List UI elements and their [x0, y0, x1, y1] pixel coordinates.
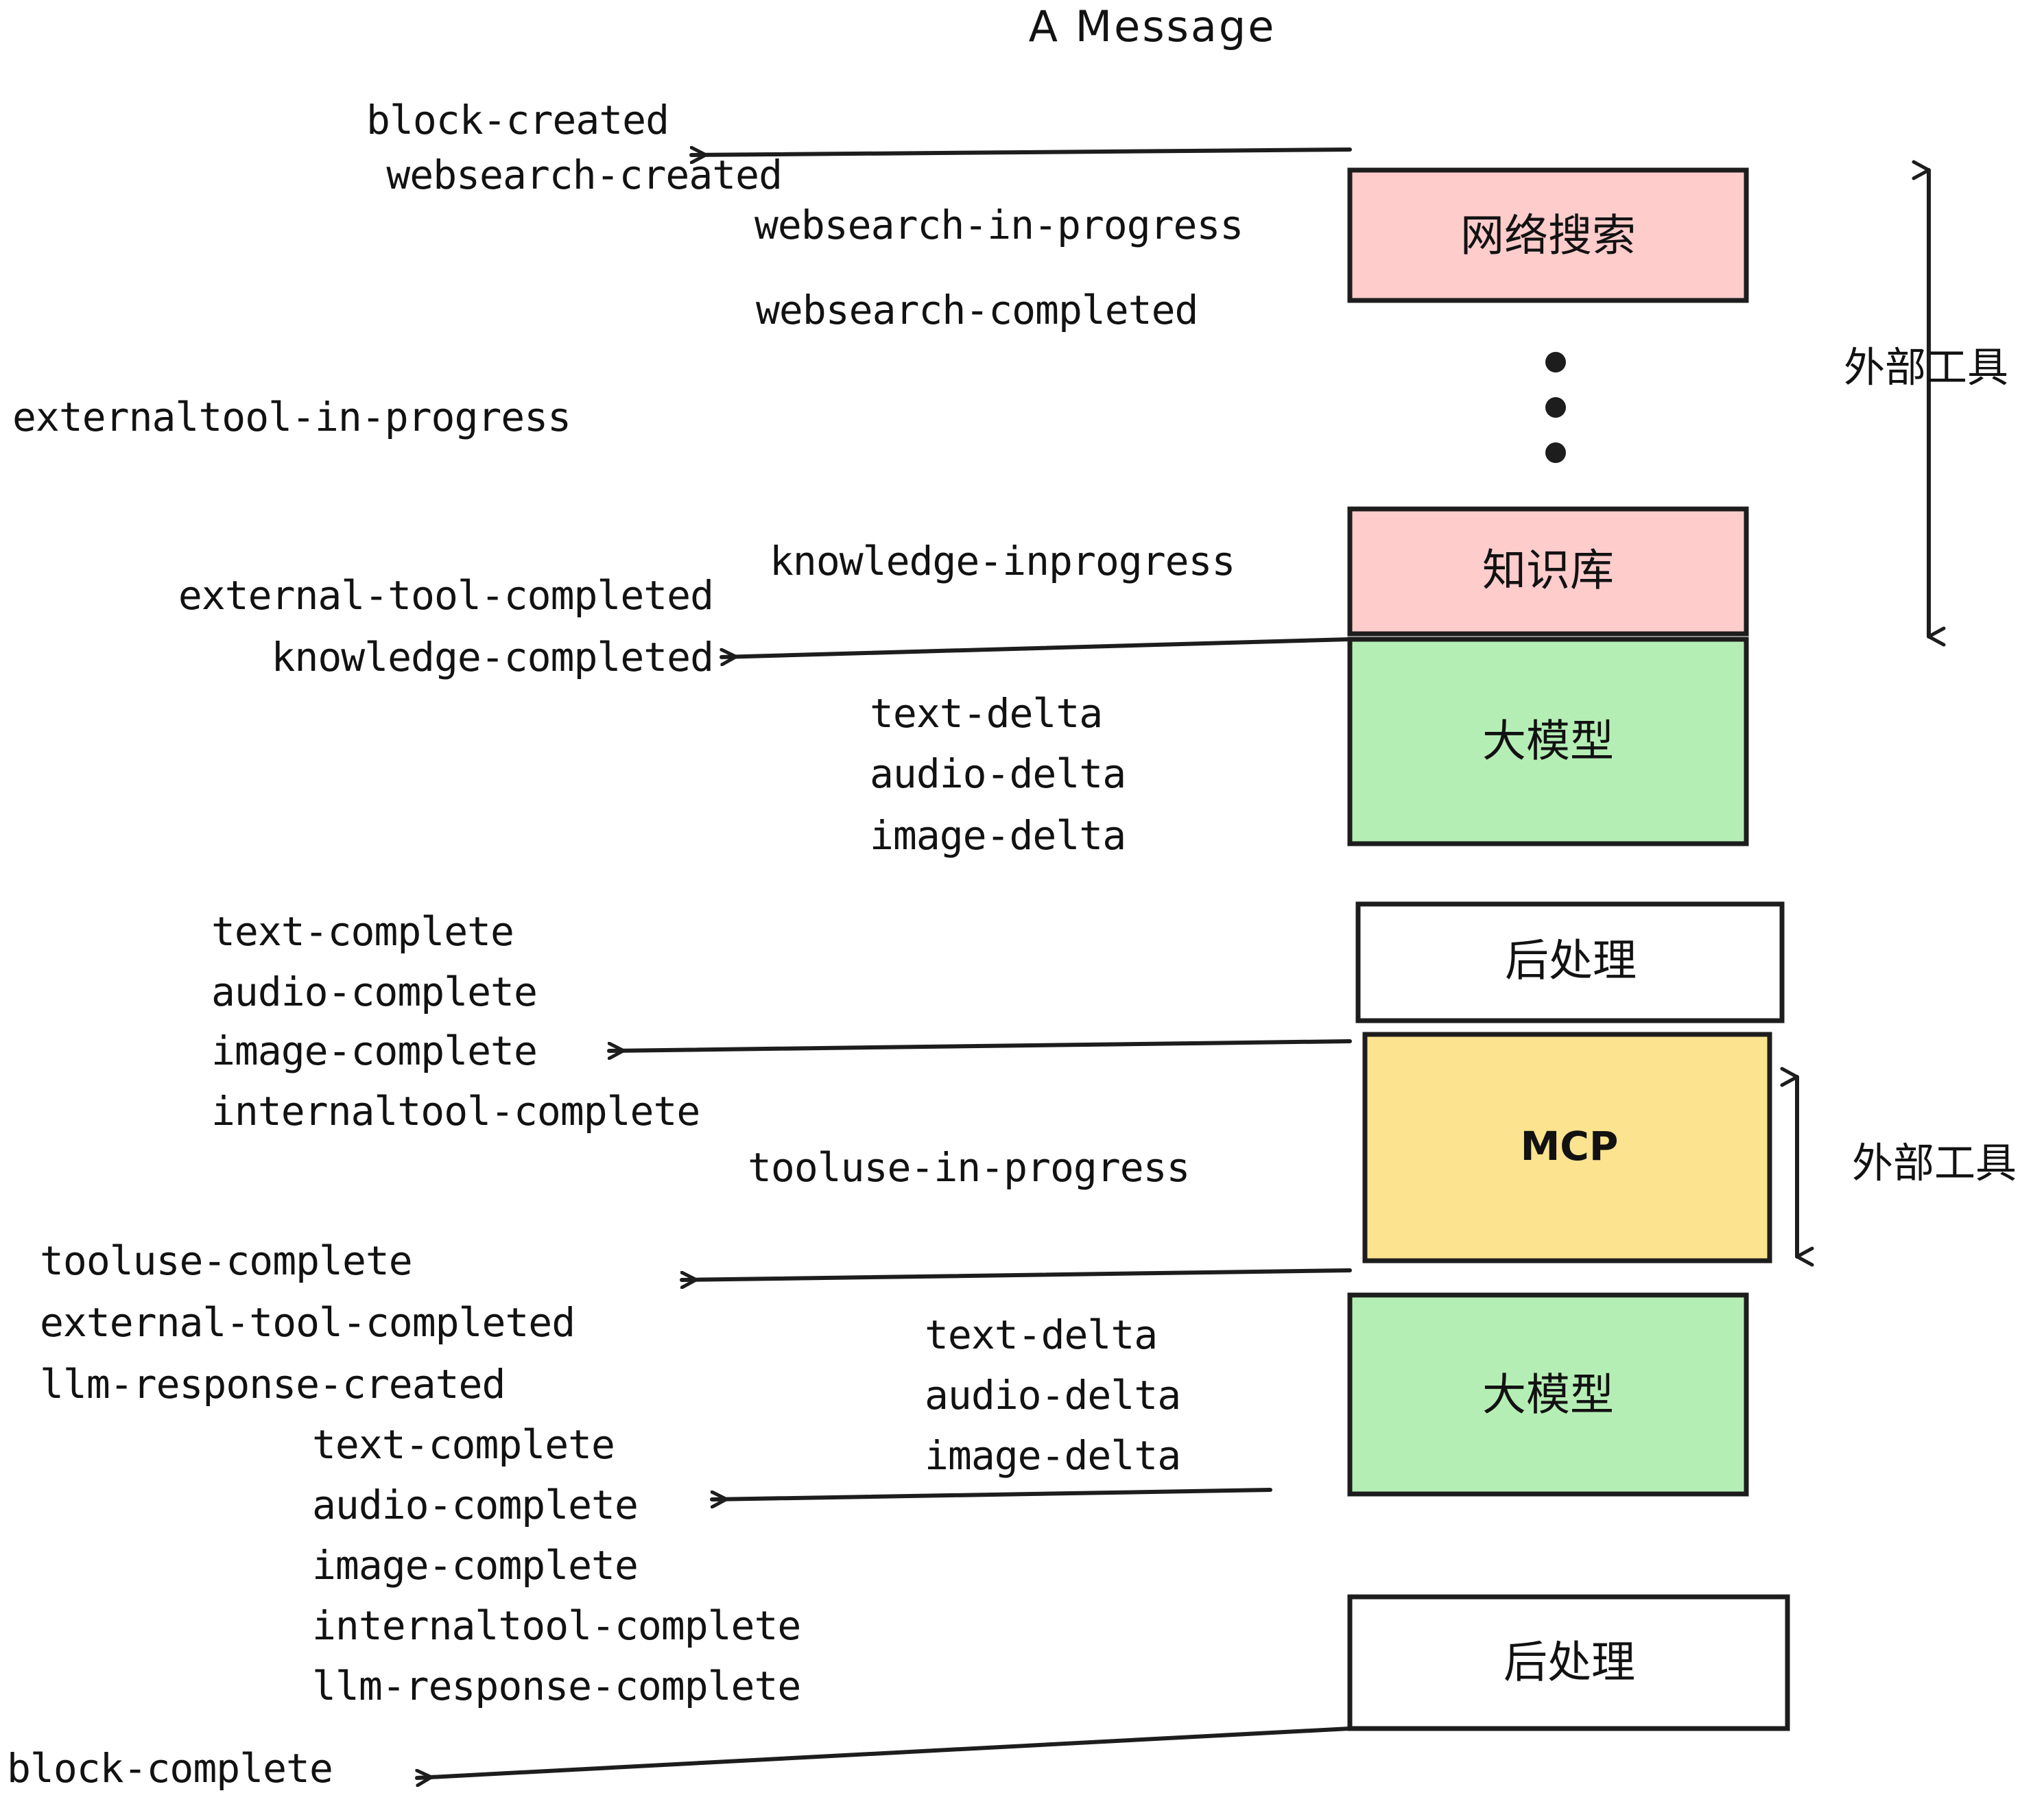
event-block-created: block-created: [366, 97, 669, 143]
ellipsis-dot: [1545, 352, 1566, 372]
node-llm-2-rect[interactable]: [1347, 1292, 1749, 1497]
event-external-tool-completed-1: external-tool-completed: [178, 572, 713, 619]
event-llm-response-complete: llm-response-complete: [312, 1663, 800, 1709]
node-boxes: 网络搜索 知识库 大模型 后处理 MCP 大模型: [1347, 167, 1790, 1731]
node-postproc-2[interactable]: 后处理: [1347, 1594, 1790, 1731]
event-tooluse-in-progress: tooluse-in-progress: [748, 1144, 1189, 1191]
flow-block-created-arrow: [689, 150, 1352, 155]
event-llm-response-created: llm-response-created: [40, 1361, 505, 1408]
event-text-complete-1: text-complete: [211, 908, 514, 955]
event-websearch-created: websearch-created: [386, 152, 782, 198]
event-websearch-completed: websearch-completed: [756, 287, 1198, 333]
flow-knowledge-completed-arrow: [720, 637, 1352, 657]
event-externaltool-in-progress: externaltool-in-progress: [12, 394, 571, 440]
event-image-complete-1: image-complete: [211, 1028, 537, 1074]
ellipsis-dot: [1545, 397, 1566, 418]
event-image-delta-1: image-delta: [870, 812, 1126, 859]
node-mcp-label: MCP: [1521, 1123, 1619, 1170]
node-postproc-2-label: 后处理: [1504, 1638, 1635, 1689]
flow-image-complete-arrow: [607, 1039, 1352, 1051]
node-llm-1[interactable]: 大模型: [1347, 637, 1749, 846]
event-external-tool-completed-2: external-tool-completed: [40, 1299, 575, 1346]
node-websearch-rect[interactable]: [1347, 167, 1749, 303]
node-websearch-label: 网络搜索: [1460, 211, 1636, 262]
event-audio-delta-1: audio-delta: [870, 750, 1126, 797]
group-label-external-tool-bottom: 外部工具: [1852, 1140, 2017, 1188]
event-audio-complete-2: audio-complete: [312, 1482, 638, 1528]
event-text-complete-2: text-complete: [312, 1421, 615, 1468]
event-audio-delta-2: audio-delta: [925, 1372, 1180, 1419]
event-knowledge-completed: knowledge-completed: [272, 634, 713, 680]
event-image-complete-2: image-complete: [312, 1542, 638, 1589]
flow-block-complete-arrow: [415, 1726, 1352, 1778]
node-llm-2-label: 大模型: [1482, 1370, 1614, 1421]
node-postproc-1-label: 后处理: [1505, 936, 1637, 987]
node-llm-2[interactable]: 大模型: [1347, 1292, 1749, 1497]
span-arrows: [1780, 160, 1946, 1267]
event-internaltool-complete-2: internaltool-complete: [312, 1602, 800, 1649]
event-audio-complete-1: audio-complete: [211, 969, 537, 1015]
event-image-delta-2: image-delta: [925, 1432, 1180, 1479]
ellipsis-dot: [1545, 442, 1566, 463]
node-postproc-2-rect[interactable]: [1347, 1594, 1790, 1731]
node-mcp[interactable]: MCP: [1362, 1032, 1772, 1263]
event-block-complete: block-complete: [7, 1745, 333, 1792]
node-knowledge-rect[interactable]: [1347, 506, 1749, 637]
node-knowledge-label: 知识库: [1482, 546, 1614, 597]
ellipsis-dots: [1545, 352, 1566, 463]
page-title: A Message: [1029, 1, 1276, 51]
event-text-delta-1: text-delta: [870, 690, 1102, 737]
node-knowledge[interactable]: 知识库: [1347, 506, 1749, 637]
event-tooluse-complete: tooluse-complete: [40, 1237, 412, 1284]
flow-tooluse-complete-arrow: [680, 1268, 1352, 1280]
node-llm-1-rect[interactable]: [1347, 637, 1749, 846]
node-websearch[interactable]: 网络搜索: [1347, 167, 1749, 303]
event-knowledge-inprogress: knowledge-inprogress: [770, 538, 1235, 584]
event-text-delta-2: text-delta: [925, 1312, 1157, 1358]
node-mcp-rect[interactable]: [1362, 1032, 1772, 1263]
event-labels: block-created websearch-created websearc…: [7, 97, 1244, 1792]
flow-audio-complete-arrow: [710, 1488, 1272, 1499]
group-label-external-tool-top: 外部工具: [1844, 344, 2008, 392]
node-llm-1-label: 大模型: [1482, 717, 1614, 768]
flow-arrows: [415, 150, 1352, 1778]
event-websearch-in-progress: websearch-in-progress: [754, 202, 1243, 248]
event-internaltool-complete-1: internaltool-complete: [211, 1088, 700, 1135]
node-postproc-1-rect[interactable]: [1355, 901, 1785, 1023]
node-postproc-1[interactable]: 后处理: [1355, 901, 1785, 1023]
